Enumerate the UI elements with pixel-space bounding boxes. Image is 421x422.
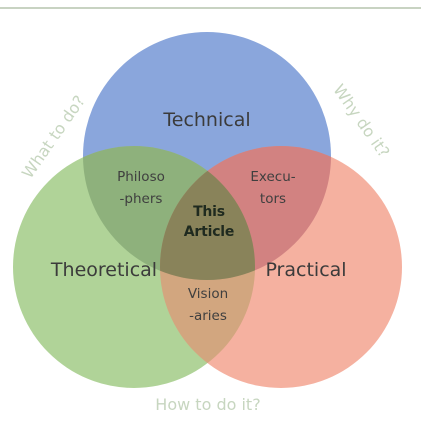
executors-label-line1: Execu- <box>250 169 295 185</box>
technical-label: Technical <box>162 109 250 131</box>
theoretical-label: Theoretical <box>50 259 157 281</box>
executors-label-line2: tors <box>260 191 286 207</box>
why-do-it-question: Why do it? <box>329 81 393 161</box>
philosophers-label-line1: Philoso <box>117 169 165 185</box>
visionaries-label-line1: Vision <box>188 286 228 302</box>
how-to-do-it-question: How to do it? <box>155 395 260 414</box>
this-article-label-line1: This <box>193 204 225 220</box>
center-overlap <box>160 146 255 280</box>
this-article-label-line2: Article <box>184 224 234 240</box>
visionaries-label-line2: -aries <box>189 308 227 324</box>
practical-label: Practical <box>265 259 346 281</box>
philosophers-label-line2: -phers <box>120 191 163 207</box>
